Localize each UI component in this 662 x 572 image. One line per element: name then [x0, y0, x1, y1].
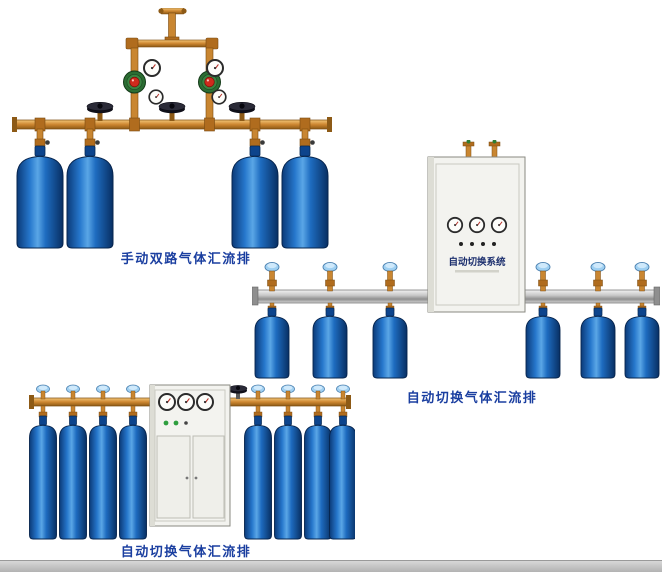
indicator-light: [163, 420, 169, 426]
gas-cylinder: [244, 415, 272, 540]
control-cabinet: 自动切换系统: [427, 140, 526, 313]
cylinder-connection: [535, 262, 551, 312]
product-caption-auto-switch-2: 自动切换气体汇流排: [120, 544, 252, 559]
indicator-light: [184, 421, 188, 425]
pressure-gauge: [211, 89, 227, 105]
indicator-light: [173, 420, 179, 426]
gas-cylinder: [372, 307, 408, 379]
gas-cylinder: [624, 307, 660, 379]
cylinder-connection: [322, 262, 338, 312]
cylinder-connection: [634, 262, 650, 312]
gas-cylinder: [329, 415, 355, 540]
manual-manifold-illustration: [12, 8, 332, 249]
cabinet-gauge: [158, 393, 176, 411]
cabinet-door: [156, 435, 191, 519]
auto-manifold2-illustration: [29, 384, 355, 540]
gas-cylinder: [304, 415, 332, 540]
pressure-gauge: [143, 59, 161, 77]
cabinet-gauge: [177, 393, 195, 411]
control-cabinet: [149, 384, 231, 527]
bottom-bar: [0, 560, 662, 572]
gas-cylinder: [66, 145, 114, 249]
valve-handwheel: [228, 385, 248, 399]
cabinet-gauge: [490, 216, 508, 234]
cabinet-label: 自动切换系统: [448, 256, 506, 268]
cabinet-gauge: [446, 216, 464, 234]
cylinder-connection: [34, 128, 51, 147]
pressure-gauge: [148, 89, 164, 105]
cylinder-connection: [590, 262, 606, 312]
product-caption-auto-switch: 自动切换气体汇流排: [406, 390, 538, 405]
gas-cylinder: [89, 415, 117, 540]
inlet-pipe-assembly: [125, 8, 219, 122]
product-caption-manual-dual: 手动双路气体汇流排: [120, 251, 252, 266]
cylinder-connection: [84, 128, 101, 147]
cabinet-gauge: [196, 393, 214, 411]
valve-handwheel: [158, 101, 186, 122]
cabinet-door: [192, 435, 225, 519]
cylinder-connection: [264, 262, 280, 312]
cylinder-connection: [382, 262, 398, 312]
pressure-gauge: [206, 59, 224, 77]
gas-cylinder: [274, 415, 302, 540]
gas-cylinder: [29, 415, 57, 540]
gas-cylinder: [59, 415, 87, 540]
gas-cylinder: [312, 307, 348, 379]
pressure-regulator: [123, 70, 146, 94]
gas-cylinder: [119, 415, 147, 540]
gas-cylinder: [254, 307, 290, 379]
auto-manifold-illustration: 自动切换系统: [252, 140, 660, 379]
gas-cylinder: [580, 307, 616, 379]
gas-cylinder: [16, 145, 64, 249]
gas-cylinder: [525, 307, 561, 379]
cabinet-gauge: [468, 216, 486, 234]
